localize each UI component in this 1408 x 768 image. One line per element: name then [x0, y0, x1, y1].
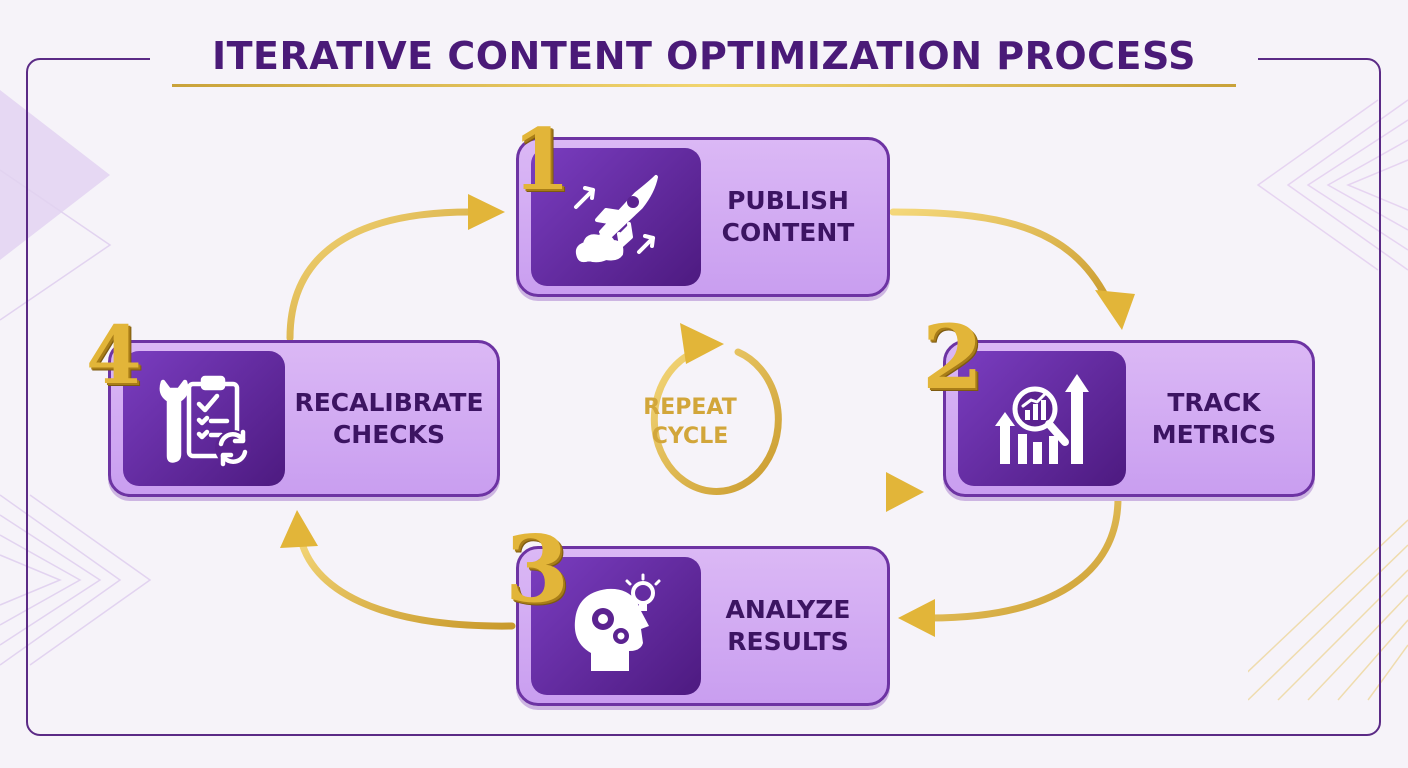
step-label-line1: ANALYZE [725, 595, 851, 624]
title-underline [172, 84, 1236, 87]
arrow-3-to-4 [296, 531, 516, 630]
arrowhead-to-2 [1095, 290, 1135, 330]
arrowhead-to-3 [898, 599, 935, 637]
arrowhead-repeat [680, 323, 724, 364]
step-label: PUBLISH CONTENT [699, 140, 877, 294]
page-title: ITERATIVE CONTENT OPTIMIZATION PROCESS [211, 34, 1197, 78]
wrench-clipboard-icon [123, 351, 285, 486]
step-number-2: 2 [922, 305, 984, 409]
step-card-recalibrate-checks: RECALIBRATE CHECKS [108, 340, 500, 497]
decorative-chevrons-right [1248, 99, 1408, 701]
step-number-3: 3 [505, 515, 570, 623]
repeat-cycle-line2: CYCLE [651, 424, 729, 449]
rocket-icon [531, 148, 701, 286]
step-label: ANALYZE RESULTS [699, 549, 877, 703]
step-card-publish-content: PUBLISH CONTENT [516, 137, 890, 297]
head-gears-lightbulb-icon [531, 557, 701, 695]
step-label-line2: METRICS [1151, 419, 1277, 449]
growth-chart-magnifier-icon [958, 351, 1126, 486]
step-number-4: 4 [86, 308, 142, 402]
step-number-1: 1 [512, 110, 571, 209]
step-label: TRACK METRICS [1126, 343, 1302, 494]
arrow-4-to-1 [286, 208, 474, 342]
step-label-line1: PUBLISH [727, 186, 849, 215]
arrowhead-to-1 [468, 194, 505, 230]
step-label-line2: CONTENT [721, 218, 855, 247]
repeat-cycle-line1: REPEAT [643, 395, 737, 420]
arrowhead-to-4 [280, 510, 318, 548]
step-label: RECALIBRATE CHECKS [291, 343, 487, 494]
step-label-line1: RECALIBRATE [294, 387, 484, 417]
arrowhead-center [886, 472, 924, 512]
repeat-cycle-label: REPEAT CYCLE [630, 393, 750, 451]
arrow-2-to-3 [926, 494, 1122, 622]
step-label-line2: RESULTS [727, 627, 849, 656]
step-label-line1: TRACK [1167, 387, 1261, 417]
title-area: ITERATIVE CONTENT OPTIMIZATION PROCESS [150, 28, 1258, 98]
step-card-track-metrics: TRACK METRICS [943, 340, 1315, 497]
step-label-line2: CHECKS [332, 419, 446, 449]
arrow-1-to-2 [889, 208, 1114, 309]
step-card-analyze-results: ANALYZE RESULTS [516, 546, 890, 706]
repeat-cycle-ring [650, 346, 782, 495]
